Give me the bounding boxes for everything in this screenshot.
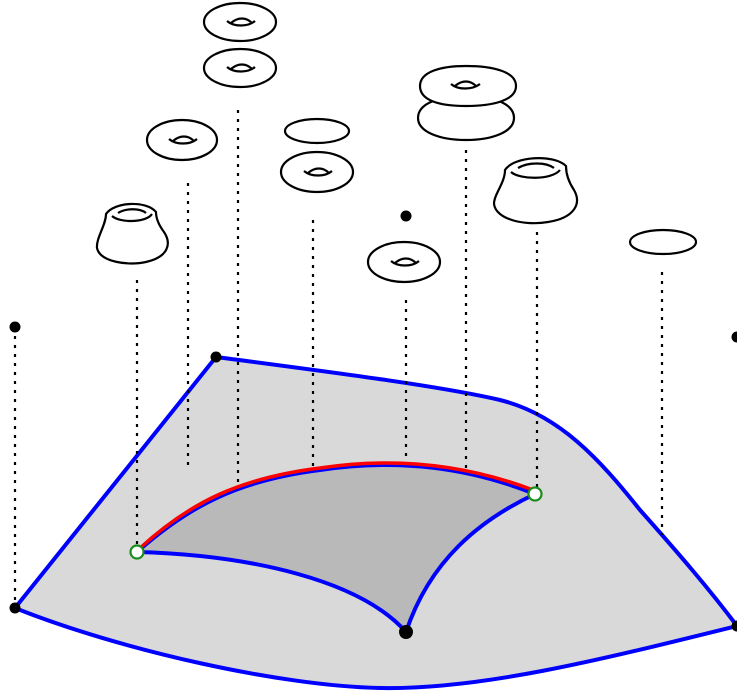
fibers xyxy=(10,3,737,343)
fiber-circle-over-torus-icon xyxy=(281,119,353,192)
vertex-top-left xyxy=(211,352,222,363)
fiber-double-torus-icon xyxy=(204,3,276,87)
fiber-cup-left-icon xyxy=(97,204,168,264)
marked-point-right xyxy=(529,488,542,501)
vertex-bottom-left xyxy=(10,603,21,614)
vertex-bottom-center xyxy=(399,625,413,639)
fiber-stacked-surface-icon xyxy=(418,66,516,140)
fiber-torus-left-icon xyxy=(147,120,217,160)
fiber-cup-right-icon xyxy=(494,158,577,223)
marked-point-left xyxy=(131,546,144,559)
fiber-torus-center-icon xyxy=(368,242,440,282)
fiber-point-far-right xyxy=(732,332,737,343)
fiber-point-center xyxy=(401,211,412,222)
fiber-point-far-left xyxy=(10,322,21,333)
fiber-circle-right-icon xyxy=(630,230,696,254)
